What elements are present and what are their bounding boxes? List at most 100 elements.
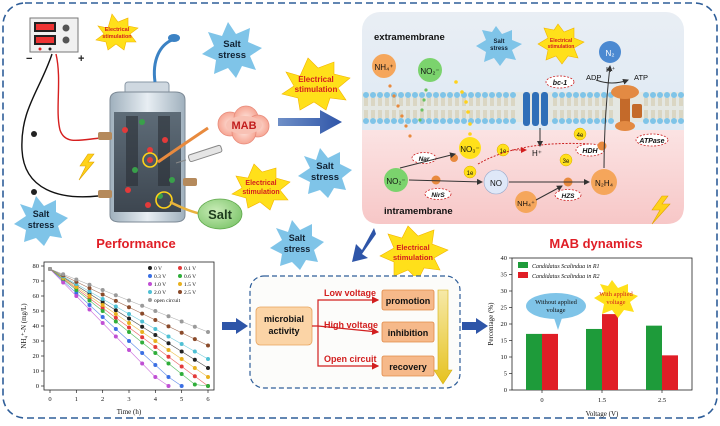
lipid-head (573, 92, 579, 98)
svg-text:stress: stress (28, 220, 55, 230)
line-point (87, 282, 92, 287)
svg-text:Electrical: Electrical (396, 243, 429, 252)
lipid-head (566, 92, 572, 98)
line-legend-item: 0 V (154, 266, 162, 272)
svg-text:Salt: Salt (316, 161, 334, 172)
line-point (113, 315, 118, 320)
salt-bubble: Salt (197, 198, 243, 230)
line-x-tick: 0 (48, 396, 51, 403)
svg-text:stimulation: stimulation (242, 189, 279, 196)
bar-y-tick: 35 (501, 272, 508, 279)
bar (586, 328, 602, 390)
lipid-head (489, 92, 495, 98)
lipid-head (412, 118, 418, 124)
svg-text:Salt: Salt (289, 233, 306, 243)
lipid-head (559, 118, 565, 124)
bar-y-tick: 10 (501, 354, 508, 361)
salt-label: Salt (208, 207, 233, 222)
line-legend-item: 2.5 V (184, 290, 196, 296)
lipid-head (671, 118, 677, 124)
line-point (206, 375, 210, 379)
line-point (192, 357, 197, 362)
nirs-enzyme (431, 175, 441, 185)
svg-text:voltage: voltage (606, 299, 625, 306)
membrane-arrows (399, 65, 629, 201)
line-point (206, 384, 210, 388)
process-connectors (312, 296, 380, 370)
no3-node (459, 137, 481, 159)
line-point (153, 327, 158, 331)
lipid-head (671, 92, 677, 98)
line-point (166, 384, 171, 388)
line-point (153, 339, 158, 343)
line-point (179, 384, 184, 388)
intramembrane-label: intramembrane (384, 206, 453, 217)
lipid-head (475, 118, 481, 124)
line-point (127, 325, 131, 330)
line-point (87, 303, 92, 307)
line-point (153, 309, 158, 313)
line-point (127, 312, 131, 316)
legend-series-r1: Candidatus Scalindua in R1 (532, 264, 600, 270)
mab-arrow (157, 126, 209, 164)
line-x-tick: 3 (127, 396, 130, 403)
line-point (140, 340, 145, 345)
line-y-tick: 70 (33, 278, 40, 285)
svg-text:stress: stress (284, 244, 311, 254)
svg-text:stress: stress (311, 172, 339, 183)
line-point (140, 351, 145, 355)
no2-intra-label: NO₂⁻ (386, 177, 405, 186)
lipid-head (643, 92, 649, 98)
line-point (74, 285, 79, 289)
line-point (179, 364, 184, 369)
reactor-jar (98, 34, 197, 223)
lipid-head (475, 92, 481, 98)
lipid-head (384, 118, 390, 124)
electrical-stimulation-star-4: Electrical stimulation (379, 225, 449, 281)
line-point (87, 286, 92, 291)
lipid-head (370, 92, 376, 98)
lipid-head (370, 118, 376, 124)
lipid-head (377, 92, 383, 98)
line-point (166, 314, 171, 319)
line-chart-xlabel: Time (h) (117, 408, 142, 416)
condition-low-voltage: Low voltage (324, 288, 376, 298)
bar-y-tick: 30 (501, 288, 508, 295)
lipid-head (643, 118, 649, 124)
nar-label: Nar (419, 156, 430, 163)
lipid-head (419, 92, 425, 98)
line-point (192, 349, 197, 354)
salt-stress-star-3: Salt stress (14, 196, 68, 246)
line-legend-item: 1.0 V (154, 282, 166, 288)
line-x-tick: 1 (75, 396, 78, 403)
line-chart-ylabel: NH₄⁺-N (mg/L) (20, 303, 28, 349)
line-point (166, 334, 171, 339)
line-legend-item: 0.1 V (184, 266, 196, 272)
bar (542, 333, 558, 390)
line-point (127, 316, 131, 321)
lipid-head (587, 118, 593, 124)
svg-text:+: + (78, 53, 84, 65)
line-point (153, 375, 158, 379)
line-point (74, 277, 79, 282)
lipid-head (447, 92, 453, 98)
line-legend-item: 0.3 V (154, 274, 166, 280)
svg-text:Salt: Salt (493, 39, 504, 45)
line-point (100, 297, 105, 301)
line-point (87, 294, 92, 298)
no-node (483, 169, 509, 195)
lipid-head (510, 118, 516, 124)
microbial-activity-line2: activity (268, 326, 299, 336)
lipid-head (440, 92, 446, 98)
line-point (61, 280, 66, 285)
nh4-extra-label: NH₄⁺ (374, 63, 393, 72)
annotation-with-voltage: With applied voltage (594, 280, 638, 318)
line-point (153, 363, 158, 367)
line-point (153, 318, 158, 322)
lipid-head (573, 118, 579, 124)
svg-text:Electrical: Electrical (298, 75, 334, 84)
outer-frame (2, 2, 718, 419)
electron-badges: 1e 3e 4e 1e (463, 127, 587, 179)
